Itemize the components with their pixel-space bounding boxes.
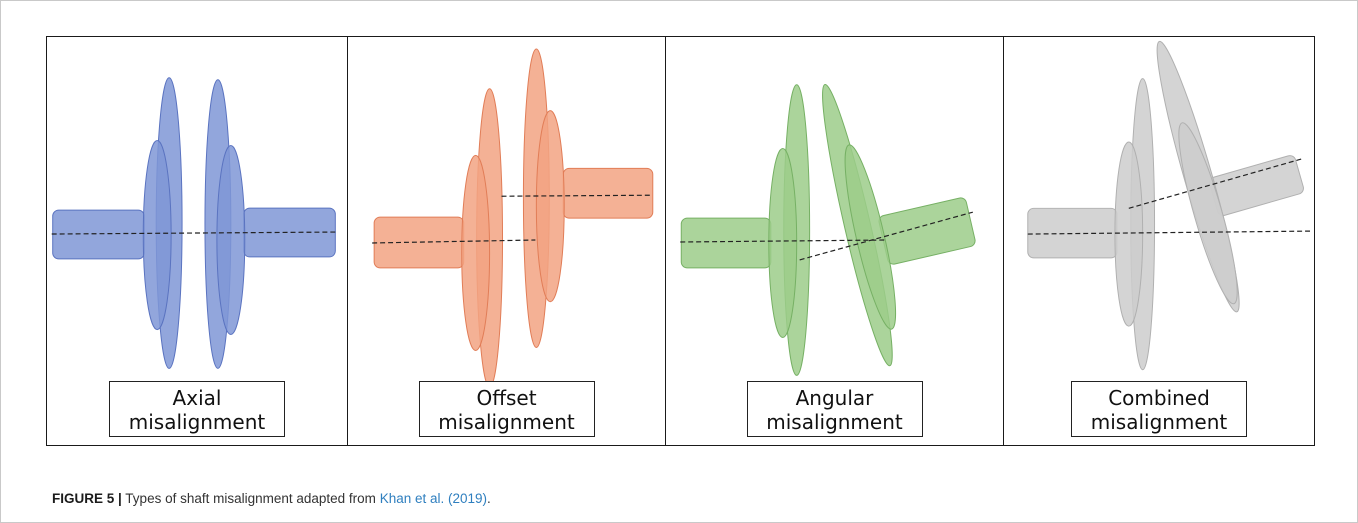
panel-axial-misalignment: Axial misalignment: [47, 37, 347, 445]
right-coupling-small-disc: [1178, 122, 1238, 305]
right-shaft: [562, 167, 654, 219]
panel-offset-misalignment: Offset misalignment: [347, 37, 665, 445]
angular-label-line2: misalignment: [766, 410, 903, 434]
figure-number: FIGURE 5 |: [52, 491, 122, 506]
right-coupling-small-disc: [535, 110, 565, 303]
combined-centerline-angled: [1128, 158, 1303, 209]
right-coupling-small-disc: [216, 144, 246, 336]
panel-angular-misalignment: Angular misalignment: [665, 37, 1003, 445]
panel-combined-misalignment: Combined misalignment: [1003, 37, 1314, 445]
axial-misalignment-diagram: [51, 77, 337, 369]
offset-label: Offset misalignment: [418, 381, 595, 437]
offset-label-line1: Offset: [476, 386, 537, 410]
right-centerline-angled: [799, 211, 973, 261]
right-shaft: [243, 207, 336, 258]
caption-text: Types of shaft misalignment adapted from: [121, 491, 380, 506]
left-coupling-small-disc: [768, 147, 798, 339]
offset-label-line2: misalignment: [438, 410, 575, 434]
left-coupling-small-disc: [142, 139, 172, 331]
left-centerline: [680, 239, 888, 243]
combined-label-line1: Combined: [1108, 386, 1210, 410]
combined-label: Combined misalignment: [1071, 381, 1247, 437]
figure-caption: FIGURE 5 | Types of shaft misalignment a…: [52, 491, 491, 506]
offset-misalignment-diagram: [372, 48, 654, 388]
left-coupling-small-disc: [461, 154, 491, 351]
left-coupling-small-disc: [1114, 141, 1144, 327]
left-centerline: [372, 239, 536, 244]
left-shaft: [680, 217, 772, 269]
axial-label: Axial misalignment: [109, 381, 285, 437]
combined-misalignment-diagram: [1027, 40, 1311, 371]
axial-label-line2: misalignment: [128, 410, 266, 434]
angular-misalignment-diagram: [680, 83, 976, 376]
misalignment-figure: Axial misalignment Offset misalignment: [46, 36, 1315, 446]
left-shaft: [52, 209, 145, 260]
right-shaft-tilted: [878, 197, 976, 265]
axial-label-line1: Axial: [172, 386, 222, 410]
right-shaft-tilted: [1209, 155, 1304, 216]
caption-end: .: [487, 491, 491, 506]
combined-label-line2: misalignment: [1090, 410, 1228, 434]
left-shaft: [373, 216, 465, 269]
right-centerline: [501, 194, 652, 197]
caption-reference-link[interactable]: Khan et al. (2019): [379, 491, 488, 506]
angular-label: Angular misalignment: [746, 381, 923, 437]
angular-label-line1: Angular: [795, 386, 874, 410]
